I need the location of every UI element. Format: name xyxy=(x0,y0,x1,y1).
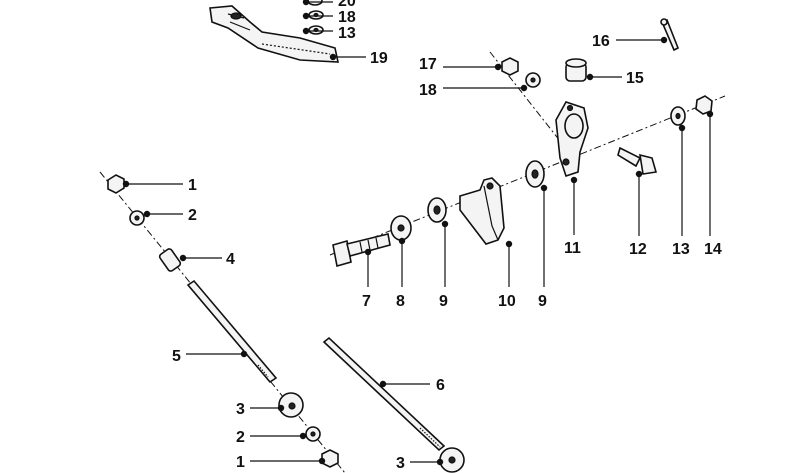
callout-16: 16 xyxy=(592,33,610,50)
pedal-bracket xyxy=(209,5,340,63)
callout-1-top: 1 xyxy=(188,177,197,194)
callout-15: 15 xyxy=(626,70,644,87)
left-rod-assembly xyxy=(107,174,339,468)
callout-19: 19 xyxy=(370,50,388,67)
callout-5: 5 xyxy=(172,348,181,365)
middle-rod xyxy=(322,336,465,473)
callout-4: 4 xyxy=(226,251,235,268)
callout-9-left: 9 xyxy=(439,293,448,310)
callout-18-right: 18 xyxy=(419,82,437,99)
callout-17: 17 xyxy=(419,56,437,73)
callout-1-bottom: 1 xyxy=(236,454,245,471)
callout-10: 10 xyxy=(498,293,516,310)
leader-lines xyxy=(122,0,714,466)
callout-8: 8 xyxy=(396,293,405,310)
callout-14: 14 xyxy=(704,241,722,258)
callout-labels: 1 2 4 5 3 2 1 6 3 7 8 9 10 9 11 12 13 14… xyxy=(172,0,722,472)
callout-18-top: 18 xyxy=(338,9,356,26)
callout-6: 6 xyxy=(436,377,445,394)
callout-2-bottom: 2 xyxy=(236,429,245,446)
callout-12: 12 xyxy=(629,241,647,258)
callout-9-right: 9 xyxy=(538,293,547,310)
callout-13-right: 13 xyxy=(672,241,690,258)
callout-11: 11 xyxy=(564,240,581,257)
callout-3-left: 3 xyxy=(236,401,245,418)
callout-20: 20 xyxy=(338,0,356,10)
callout-7: 7 xyxy=(362,293,371,310)
callout-3-right: 3 xyxy=(396,455,405,472)
axis-lines xyxy=(99,51,726,473)
bolt-assembly xyxy=(332,95,713,268)
callout-2-top: 2 xyxy=(188,207,197,224)
upper-right-parts xyxy=(501,18,680,88)
callout-13-top: 13 xyxy=(338,25,356,42)
top-fasteners xyxy=(307,0,324,35)
